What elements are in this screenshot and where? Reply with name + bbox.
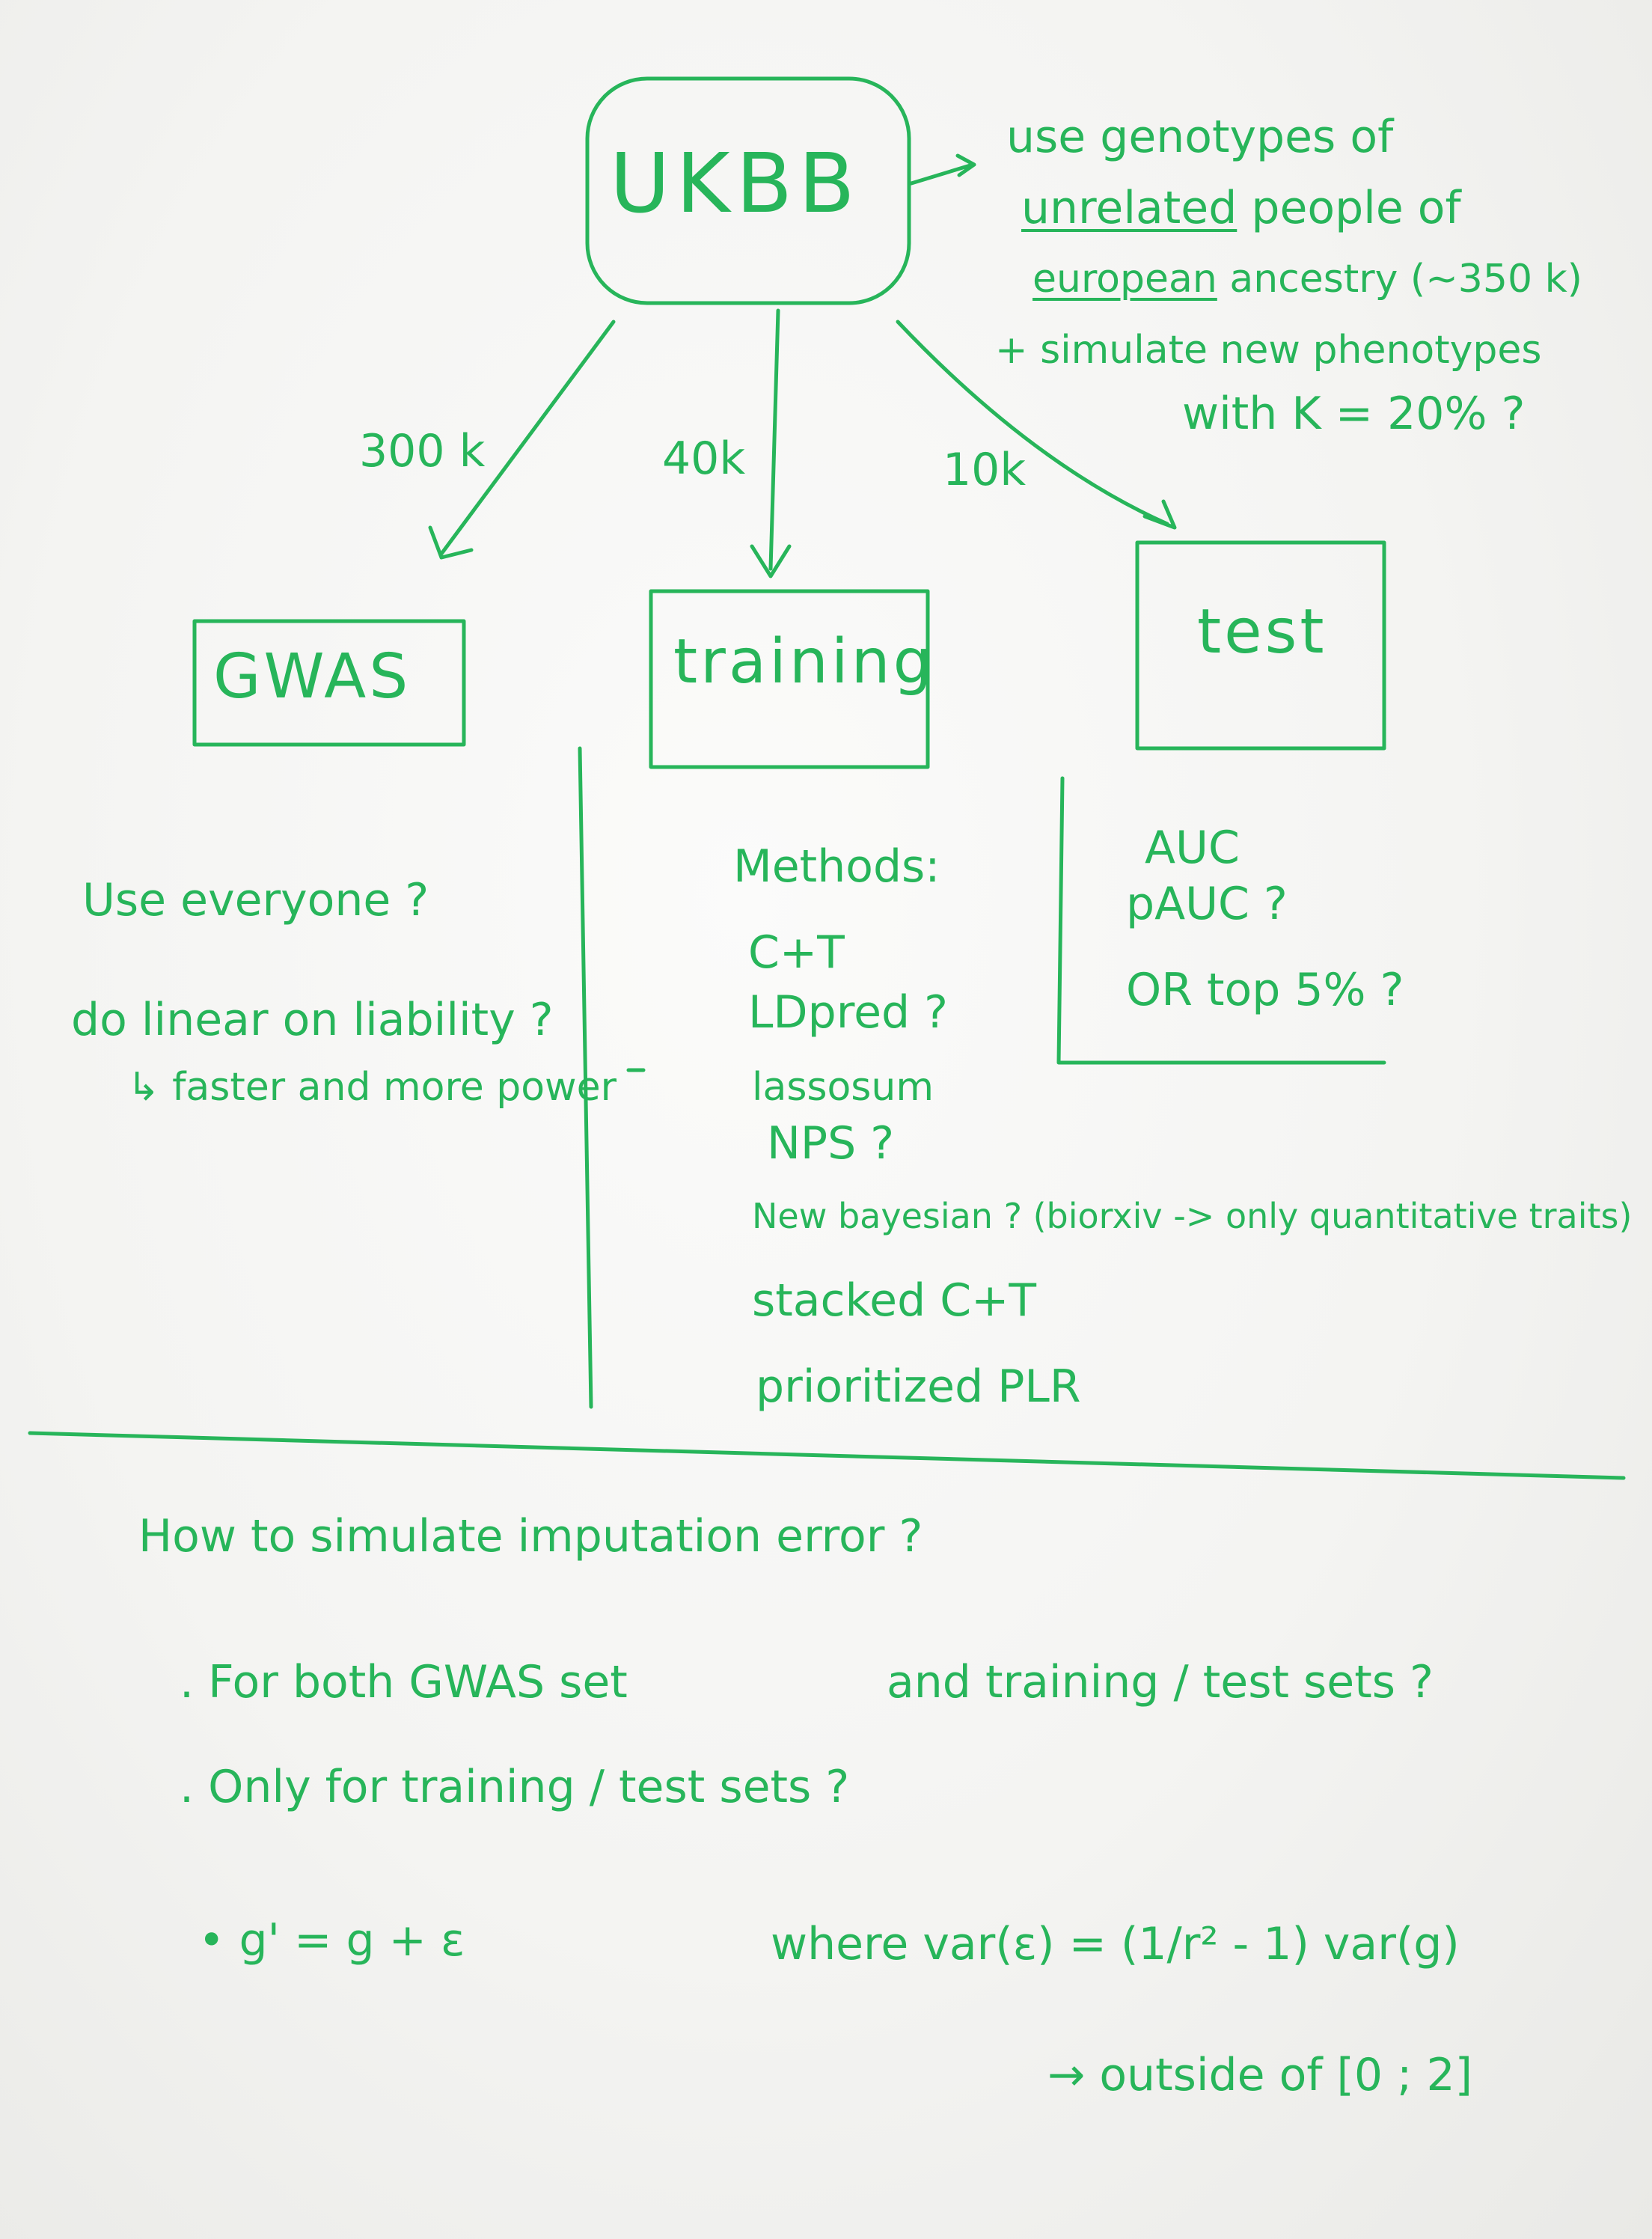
metric-3: OR top 5% ? bbox=[1126, 964, 1404, 1016]
divider-right bbox=[1056, 776, 1386, 1065]
ukbb-label: UKBB bbox=[610, 135, 861, 231]
arrow-training bbox=[750, 308, 792, 578]
method-3: lassosum bbox=[752, 1065, 934, 1110]
arrow-gwas bbox=[428, 320, 616, 560]
method-2: LDpred ? bbox=[748, 986, 948, 1039]
gwas-box bbox=[192, 619, 466, 747]
arrow-test bbox=[896, 320, 1177, 530]
training-label: training bbox=[673, 626, 935, 697]
method-5: New bayesian ? (biorxiv -> only quantita… bbox=[752, 1196, 1633, 1236]
note-people-of: people of bbox=[1251, 182, 1461, 234]
method-6: stacked C+T bbox=[752, 1274, 1037, 1327]
method-4: NPS ? bbox=[767, 1117, 895, 1170]
gwas-note-2: do linear on liability ? bbox=[71, 994, 554, 1046]
method-7: prioritized PLR bbox=[756, 1360, 1081, 1413]
gwas-note-3: ↳ faster and more power bbox=[127, 1065, 617, 1110]
imputation-bullet-1a: . For both GWAS set bbox=[180, 1656, 628, 1708]
test-label: test bbox=[1197, 596, 1327, 668]
imputation-bullet-3a: • g' = g + ε bbox=[198, 1914, 465, 1967]
note-line-1: use genotypes of bbox=[1006, 111, 1394, 163]
imputation-bullet-1b: and training / test sets ? bbox=[887, 1656, 1434, 1708]
imputation-bullet-3b: where var(ε) = (1/r² - 1) var(g) bbox=[771, 1918, 1460, 1970]
gwas-note-1: Use everyone ? bbox=[82, 874, 429, 926]
split-gwas: 300 k bbox=[359, 425, 486, 477]
test-box bbox=[1135, 540, 1386, 751]
imputation-bullet-2: . Only for training / test sets ? bbox=[180, 1761, 850, 1813]
imputation-note: → outside of [0 ; 2] bbox=[1047, 2049, 1473, 2101]
note-line-3: european ancestry (~350 k) bbox=[1032, 257, 1582, 302]
note-european: european bbox=[1032, 257, 1217, 302]
imputation-question: How to simulate imputation error ? bbox=[138, 1510, 923, 1563]
note-arrow bbox=[909, 153, 976, 186]
note-line-4: + simulate new phenotypes bbox=[995, 328, 1542, 373]
divider-horizontal bbox=[28, 1431, 1626, 1480]
note-line-2: unrelated people of bbox=[1021, 183, 1461, 233]
split-training: 40k bbox=[662, 433, 746, 485]
metric-2: pAUC ? bbox=[1126, 878, 1288, 930]
gwas-label: GWAS bbox=[213, 641, 412, 712]
metric-1: AUC bbox=[1145, 822, 1240, 874]
methods-title: Methods: bbox=[733, 840, 940, 893]
note-unrelated: unrelated bbox=[1021, 182, 1238, 234]
training-box bbox=[649, 589, 930, 769]
ukbb-box bbox=[585, 76, 911, 305]
method-1: C+T bbox=[748, 926, 845, 979]
divider-left bbox=[578, 746, 593, 1409]
split-test: 10k bbox=[943, 444, 1027, 496]
note-ancestry: ancestry (~350 k) bbox=[1229, 257, 1582, 302]
note-line-5: with K = 20% ? bbox=[1182, 388, 1526, 440]
